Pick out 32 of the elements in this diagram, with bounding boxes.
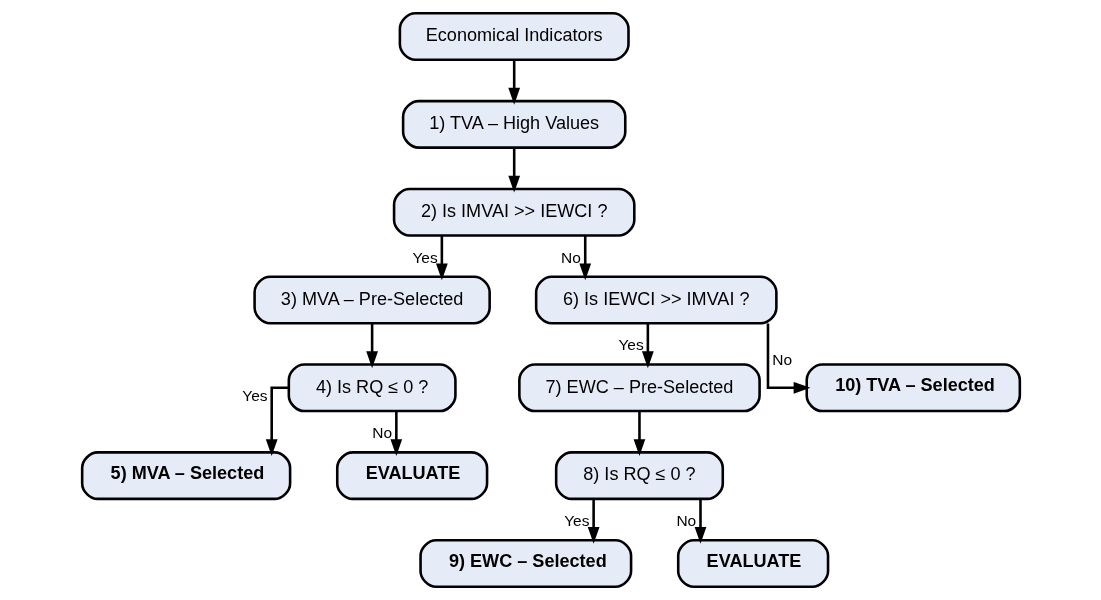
arrow <box>587 499 599 544</box>
arrow <box>435 235 448 281</box>
edge-label: Yes <box>617 336 644 354</box>
node-box: EVALUATE <box>335 451 488 501</box>
arrow <box>641 323 654 369</box>
arrow <box>633 411 645 456</box>
arrow <box>694 499 706 544</box>
node-box: 8) Is RQ ≤ 0 ? <box>554 451 724 501</box>
edge-label: No <box>560 248 581 266</box>
node-box: 4) Is RQ ≤ 0 ? <box>287 363 457 413</box>
node-box: EVALUATE <box>676 538 829 588</box>
arrow <box>507 147 520 193</box>
node-box: 7) EWC – Pre-Selected <box>517 363 761 413</box>
node-box: 5) MVA – Selected <box>80 451 291 501</box>
node-box: 9) EWC – Selected <box>418 538 632 588</box>
node-box: 6) Is IEWCI >> IMVAI ? <box>534 275 778 325</box>
edge-label: No <box>771 350 792 368</box>
edge-label: Yes <box>241 387 268 405</box>
node-box: 3) MVA – Pre-Selected <box>252 275 491 325</box>
node-box: 2) Is IMVAI >> IEWCI ? <box>392 187 636 237</box>
arrow <box>365 323 378 369</box>
arrow <box>389 411 402 456</box>
edge-label: No <box>675 512 696 530</box>
edge-label: Yes <box>563 512 589 530</box>
arrow <box>766 323 810 394</box>
arrow <box>578 235 591 281</box>
edge-label: No <box>371 424 392 442</box>
edge-label: Yes <box>411 248 438 266</box>
node-box: 10) TVA – Selected <box>804 363 1021 413</box>
node-box: 1) TVA – High Values <box>401 99 627 149</box>
node-box: Economical Indicators <box>398 12 630 62</box>
arrow <box>507 60 520 105</box>
